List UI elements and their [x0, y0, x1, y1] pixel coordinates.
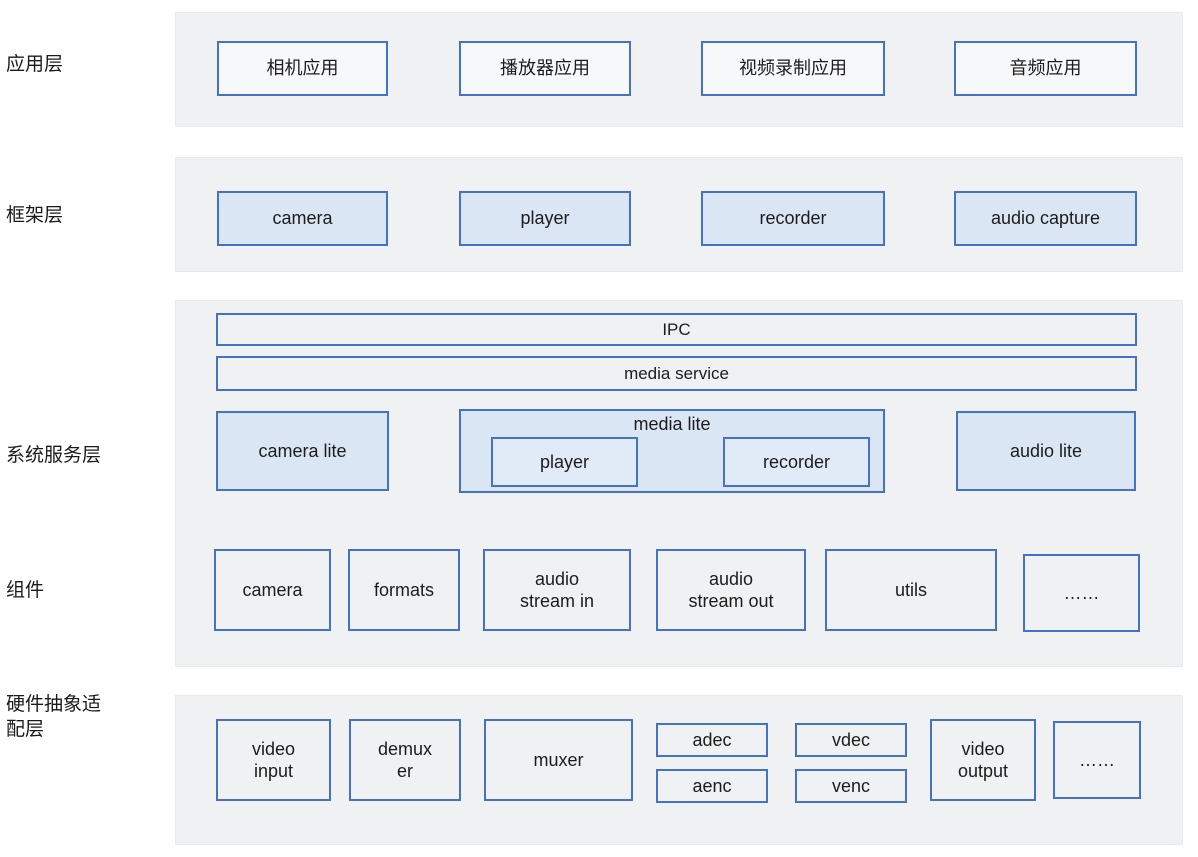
comp-box-utils: utils	[825, 549, 997, 631]
hal-box-venc: venc	[795, 769, 907, 803]
layer-label-hal: 硬件抽象适 配层	[6, 694, 102, 741]
hal-box-video-output: video output	[930, 719, 1036, 801]
hal-box-demuxer: demux er	[349, 719, 461, 801]
svc-box-audio-lite: audio lite	[956, 411, 1136, 491]
svc-bar-media-service: media service	[216, 356, 1137, 391]
layer-label-components: 组件	[6, 580, 45, 601]
comp-box-audio-stream-in: audio stream in	[483, 549, 631, 631]
comp-box-audio-stream-out: audio stream out	[656, 549, 806, 631]
hal-box-video-input: video input	[216, 719, 331, 801]
app-box-audio-app: 音频应用	[954, 41, 1137, 96]
svc-box-player: player	[491, 437, 638, 487]
svc-bar-ipc: IPC	[216, 313, 1137, 346]
comp-box-formats: formats	[348, 549, 460, 631]
fw-box-recorder: recorder	[701, 191, 885, 246]
comp-box-camera: camera	[214, 549, 331, 631]
svc-box-camera-lite: camera lite	[216, 411, 389, 491]
fw-box-player: player	[459, 191, 631, 246]
band-framework-layer: camera player recorder audio capture	[175, 157, 1183, 272]
hal-box-aenc: aenc	[656, 769, 768, 803]
band-application-layer: 相机应用 播放器应用 视频录制应用 音频应用	[175, 12, 1183, 127]
hal-box-muxer: muxer	[484, 719, 633, 801]
comp-box-ellipsis: ……	[1023, 554, 1140, 632]
fw-box-audio-capture: audio capture	[954, 191, 1137, 246]
layer-label-system-service: 系统服务层	[6, 445, 102, 466]
hal-box-vdec: vdec	[795, 723, 907, 757]
app-box-camera-app: 相机应用	[217, 41, 388, 96]
svc-box-recorder: recorder	[723, 437, 870, 487]
hal-box-ellipsis: ……	[1053, 721, 1141, 799]
band-system-service-layer: IPC media service camera lite media lite…	[175, 300, 1183, 667]
svc-box-media-lite: media lite player recorder	[459, 409, 885, 493]
layer-label-framework: 框架层	[6, 205, 64, 226]
fw-box-camera: camera	[217, 191, 388, 246]
media-lite-title: media lite	[633, 414, 711, 434]
hal-box-adec: adec	[656, 723, 768, 757]
band-hal-layer: video input demux er muxer adec aenc vde…	[175, 695, 1183, 845]
layer-label-application: 应用层	[6, 54, 64, 75]
app-box-player-app: 播放器应用	[459, 41, 631, 96]
app-box-video-recorder-app: 视频录制应用	[701, 41, 885, 96]
